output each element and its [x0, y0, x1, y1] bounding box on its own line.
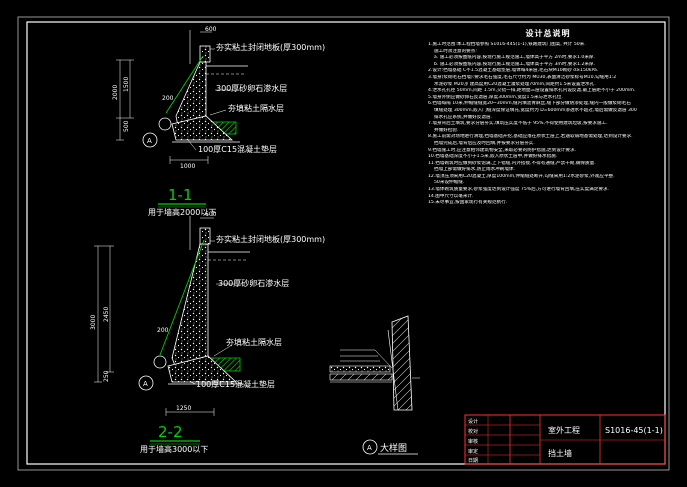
notes-line: 15.未尽事宜,按国家现行有关规范执行.: [428, 200, 508, 206]
detail-marker-label: A: [367, 444, 372, 452]
detail-marker-label: A: [143, 380, 148, 388]
notes-line: 施工时须注意的要点:: [434, 48, 477, 54]
notes-title: 设计总说明: [525, 29, 571, 38]
label-stone-layer: 300厚砂卵石渗水层: [216, 83, 287, 93]
detail-gravel: [329, 365, 391, 373]
notes-line: 50米设伸缩缝.: [434, 180, 465, 186]
detail-title: 大样图: [380, 442, 407, 454]
notes-line: 11.挡墙砌筑时应做到砂浆饱满,上下错缝,内外搭接,不得有通缝,严禁干砌,确保质…: [428, 160, 596, 166]
base-slab: [171, 115, 234, 141]
dim-base: 1250: [176, 405, 191, 412]
notes-line: 挡墙完成后,墙背后应及时回填,并按要求分层夯实.: [434, 140, 535, 146]
section-title: 1-1: [168, 186, 193, 204]
title-block: 设计 校对 审核 审定 日期 室外工程 挡土墙 S1016-45(1-1): [464, 414, 666, 465]
dim-height: 2000: [112, 85, 119, 100]
wall-body: [171, 243, 209, 369]
notes-line: 2.设计:挡墙基础 C不1.5混凝土基础垫层,墙体每4米层,毛石块M10砌砂 σ…: [428, 68, 599, 74]
slope-line: [159, 239, 205, 356]
label-base-layer: 100厚C15混凝土垫层: [198, 144, 277, 154]
tb-drawing: 挡土墙: [548, 448, 572, 458]
notes-line: 填缝处理 300mm,嵌入门缝深度保证填充,宽度约为 D=600mm渗透水不超过…: [434, 107, 637, 113]
tb-drawing-no: S1016-45(1-1): [605, 426, 663, 435]
label-stone-layer: 300厚砂卵石渗水层: [218, 278, 289, 288]
label-clay-layer: 夯填粘土隔水层: [228, 103, 284, 113]
section-1-1: 2000 1500 500 600 1000 200 A 夯实粘土封闭地板(厚3…: [112, 26, 325, 217]
notes-line: 10.挡墙基础深度不小于1.5米,嵌入原状土层中,并做好排水措施.: [428, 154, 558, 160]
detail-marker: [138, 375, 154, 391]
notes-line: 9.挡墙施工时,应注意相邻建筑物安全,采取必要的防护措施,达到设计要求.: [428, 147, 577, 153]
notes-lines: 1.施工时范围:本工程挡墙参照 S1016-445(1-1),铁路建筑门图案, …: [428, 42, 668, 207]
notes-line: 14.图中尺寸以毫米计.: [428, 193, 474, 199]
drain-pipe: [153, 355, 167, 369]
label-top-layer: 夯实粘土封闭地板(厚300mm): [216, 42, 325, 52]
dim-lower: 250: [103, 370, 110, 382]
detail-marker: [142, 132, 158, 148]
dim-pipe: 200: [162, 95, 174, 102]
tb-row-4: 审定: [468, 448, 478, 455]
notes-line: 水泥砂浆 M20,扩建高度用C20混凝土灌浆处理70mm,间距约1.5米设置泄水…: [434, 81, 596, 87]
dim-lower: 500: [123, 120, 130, 132]
detail-marker: [362, 439, 378, 455]
notes-line: 4.泄水孔孔径 50mm,间距 1.5m,交错一排,距地面三层设置排水孔内设反滤…: [428, 88, 636, 94]
wall-cap: [199, 227, 211, 245]
dim-upper: 2450: [103, 307, 110, 322]
dim-top: 600: [205, 211, 217, 218]
label-clay-layer: 夯填粘土隔水层: [226, 337, 282, 347]
title-block-frame: [464, 414, 666, 465]
tb-project: 室外工程: [548, 425, 580, 435]
dim-pipe: 200: [157, 327, 169, 334]
notes-line: 12.墙顶压顶采用C20混凝土,厚度100mm,伸缩缝处断开,勾缝采用1:2水泥…: [428, 173, 615, 179]
detail-marker-label: A: [147, 137, 152, 145]
dim-top: 600: [205, 26, 217, 33]
notes-line: 6.挡墙每隔 10米,伸缩缝缝宽20~30mm,缝内填沥青麻丝,缝下部分做防渗处…: [428, 101, 631, 107]
label-top-layer: 夯实粘土封闭地板(厚300mm): [216, 234, 325, 244]
dim-upper: 1500: [123, 77, 130, 92]
tb-row-3: 审核: [468, 438, 478, 445]
notes-line: a. 施工必须按图纸内容,按现行施工规范施工,墙体高于平方 2m时,要求1.0米…: [434, 55, 595, 61]
notes-line: 排水孔应系统,并做好反滤层.: [434, 114, 493, 120]
outer-frame: [17, 16, 670, 471]
notes-line: 1.施工时范围:本工程挡墙参照 S1016-445(1-1),铁路建筑门图案, …: [428, 42, 586, 47]
notes-line: 3.墙身(浆砌毛石挡墙):要求毛石强度,毛石尺寸约为 MU30,表面清洁砂浆标号…: [428, 74, 617, 80]
dim-base: 1000: [180, 163, 195, 170]
detail-wall: [391, 315, 413, 411]
drain-pipe: [158, 117, 172, 131]
notes-line: 挡墙上部需做好排水,防止雨水冲刷墙体.: [434, 167, 516, 173]
base-slab: [167, 355, 238, 383]
section-2-2: 3000 2450 250 600 1250 200 A 夯实粘土封闭地板(厚3…: [90, 211, 325, 454]
slope-line: [165, 55, 204, 114]
inner-frame: [26, 21, 666, 465]
tb-row-2: 校对: [468, 428, 478, 435]
wall-body: [175, 61, 207, 127]
notes-line: 7.墙身背后土填筑,要求分层夯实,填筑压实度不低于 95%,不得使用建筑垃圾,按…: [428, 121, 608, 127]
section-caption: 用于墙高3000以下: [140, 444, 208, 454]
wall-cap: [199, 45, 211, 63]
section-caption: 用于墙高2000以下: [148, 207, 216, 217]
detail-a: A 大样图: [329, 315, 420, 455]
notes-line: 13.墙体砌筑质量要求,砂浆强度达到设计强度 75%后,方可进行墙背回填,压实度…: [428, 187, 610, 193]
notes-line: 并做好检验.: [434, 127, 459, 133]
tb-row-1: 设计: [468, 418, 478, 425]
notes-line: 5.墙身外侧应做砂卵石反滤层,厚度300mm,宽度1.5米与泄水孔位.: [428, 94, 563, 100]
notes-line: b. 施工必须按图纸内容,按现行施工规范施工,墙体高于平方 3m时,要求1.2米…: [434, 61, 596, 67]
label-base-layer: 100厚C15混凝土垫层: [196, 379, 275, 389]
detail-soil: [329, 373, 393, 381]
tb-row-5: 日期: [468, 458, 478, 464]
design-notes: 设计总说明 1.施工时范围:本工程挡墙参照 S1016-445(1-1),铁路建…: [428, 28, 668, 358]
dim-height: 3000: [90, 315, 97, 330]
section-title: 2-2: [158, 423, 183, 441]
notes-line: 8.施工前需对场地进行清理,挡墙基础开挖,基础应落在原状土层上,若遇软弱地基需处…: [428, 134, 633, 140]
